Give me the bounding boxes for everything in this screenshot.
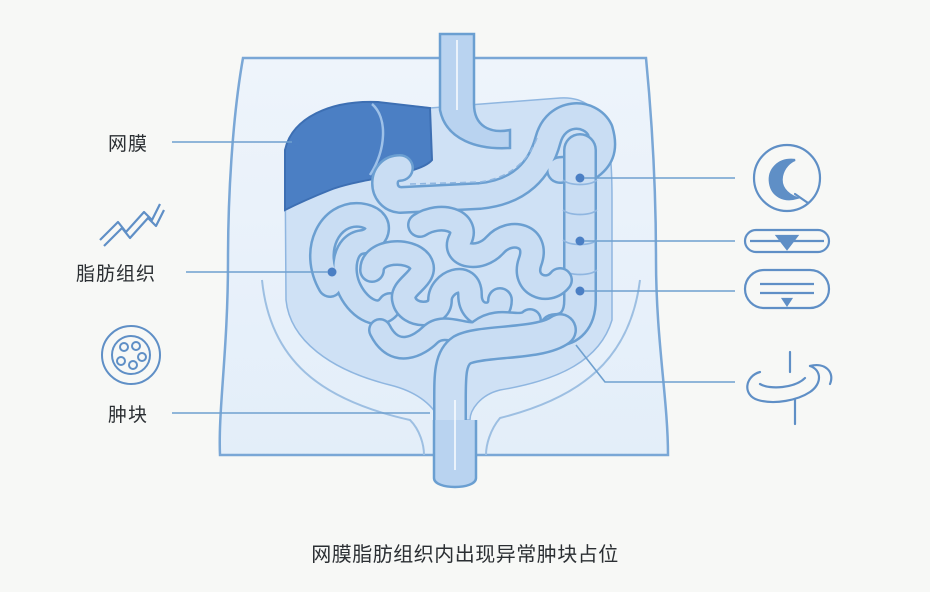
label-adipose: 脂肪组织 [76, 263, 157, 285]
figure-caption: 网膜脂肪组织内出现异常肿块占位 [311, 542, 619, 566]
pelvis-curve-right [485, 279, 641, 456]
marker-dot-right-1 [575, 173, 585, 183]
leader-right-4 [575, 344, 735, 383]
cell-cluster-icon [101, 325, 161, 385]
pelvis-curve-left [261, 279, 425, 456]
marker-dots [292, 138, 585, 296]
omentum-fold [368, 103, 385, 176]
marker-dot-right-2 [575, 236, 585, 246]
tube-icon [746, 350, 833, 426]
capsule-notch-icon [743, 228, 831, 254]
zigzag-icon [99, 203, 165, 247]
label-omentum: 网膜 [108, 133, 149, 155]
marker-dot-right-3 [575, 286, 585, 296]
marker-dot-omentum [292, 138, 300, 146]
capsule-lines-icon [743, 268, 831, 310]
crescent-circle-icon [752, 143, 822, 213]
marker-dot-adipose [327, 267, 337, 277]
omentum-region [284, 100, 434, 212]
label-mass: 肿块 [108, 404, 149, 426]
leader-lines [172, 141, 735, 414]
small-intestine [308, 201, 573, 360]
